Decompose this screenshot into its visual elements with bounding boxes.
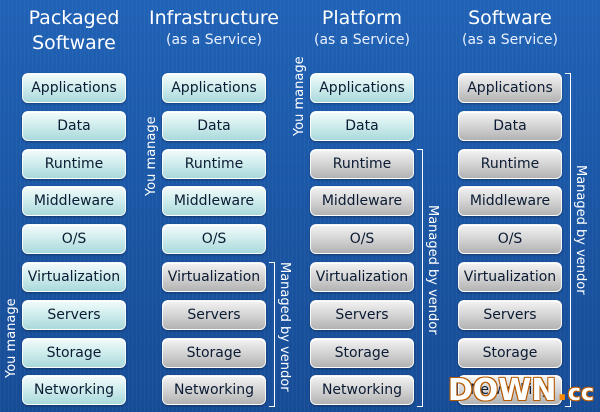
vendor-bracket bbox=[565, 73, 571, 408]
layer-box-data: Data bbox=[458, 110, 562, 141]
layer-box-servers: Servers bbox=[22, 299, 126, 330]
layer-box-networking: Networking bbox=[458, 375, 562, 406]
you-manage-label: You manage bbox=[144, 116, 159, 197]
layer-box-middleware: Middleware bbox=[458, 186, 562, 217]
layer-box-storage: Storage bbox=[310, 337, 414, 368]
layer-box-runtime: Runtime bbox=[162, 148, 266, 179]
layer-box-networking: Networking bbox=[310, 375, 414, 406]
layer-box-os: O/S bbox=[22, 224, 126, 255]
layer-box-data: Data bbox=[162, 110, 266, 141]
column-subtitle: (as a Service) bbox=[461, 32, 559, 48]
layer-box-servers: Servers bbox=[458, 299, 562, 330]
layer-box-data: Data bbox=[22, 110, 126, 141]
column-title: Packaged bbox=[28, 7, 120, 29]
column-title: Platform bbox=[321, 7, 403, 29]
watermark-logo: DOWN.cc bbox=[448, 373, 594, 408]
managed-by-vendor-label: Managed by vendor bbox=[277, 262, 292, 392]
managed-by-vendor-label: Managed by vendor bbox=[425, 205, 440, 335]
layer-box-servers: Servers bbox=[162, 299, 266, 330]
watermark-suffix: cc bbox=[567, 381, 594, 406]
layer-box-os: O/S bbox=[310, 224, 414, 255]
layer-box-applications: Applications bbox=[458, 73, 562, 103]
watermark-text: DOWN bbox=[447, 373, 557, 408]
layer-box-middleware: Middleware bbox=[22, 186, 126, 217]
you-manage-label: You manage bbox=[4, 297, 19, 378]
vendor-bracket bbox=[269, 262, 275, 408]
layer-box-storage: Storage bbox=[22, 337, 126, 368]
column-title: Infrastructure bbox=[148, 7, 279, 29]
managed-by-vendor-label: Managed by vendor bbox=[573, 165, 588, 295]
layer-box-middleware: Middleware bbox=[310, 186, 414, 217]
layer-box-virtualization: Virtualization bbox=[458, 262, 562, 292]
watermark-dot: . bbox=[556, 373, 568, 408]
column-title: Software bbox=[468, 7, 552, 29]
layer-box-applications: Applications bbox=[310, 73, 414, 103]
layer-box-virtualization: Virtualization bbox=[162, 262, 266, 292]
layer-box-runtime: Runtime bbox=[310, 148, 414, 179]
you-manage-label: You manage bbox=[292, 56, 307, 136]
layer-box-virtualization: Virtualization bbox=[310, 262, 414, 292]
layer-box-data: Data bbox=[310, 110, 414, 141]
layer-box-applications: Applications bbox=[22, 73, 126, 103]
layer-box-runtime: Runtime bbox=[458, 148, 562, 179]
layer-box-networking: Networking bbox=[22, 375, 126, 406]
layer-box-servers: Servers bbox=[310, 299, 414, 330]
column-title-line2: Software bbox=[32, 32, 116, 54]
layer-box-os: O/S bbox=[458, 224, 562, 255]
layer-box-virtualization: Virtualization bbox=[22, 262, 126, 292]
column-subtitle: (as a Service) bbox=[165, 32, 263, 48]
layer-box-middleware: Middleware bbox=[162, 186, 266, 217]
layer-box-storage: Storage bbox=[162, 337, 266, 368]
layer-box-os: O/S bbox=[162, 224, 266, 255]
column-subtitle: (as a Service) bbox=[313, 32, 411, 48]
layer-box-applications: Applications bbox=[162, 73, 266, 103]
layer-box-storage: Storage bbox=[458, 337, 562, 368]
layer-box-runtime: Runtime bbox=[22, 148, 126, 179]
layer-box-networking: Networking bbox=[162, 375, 266, 406]
vendor-bracket bbox=[417, 148, 423, 408]
